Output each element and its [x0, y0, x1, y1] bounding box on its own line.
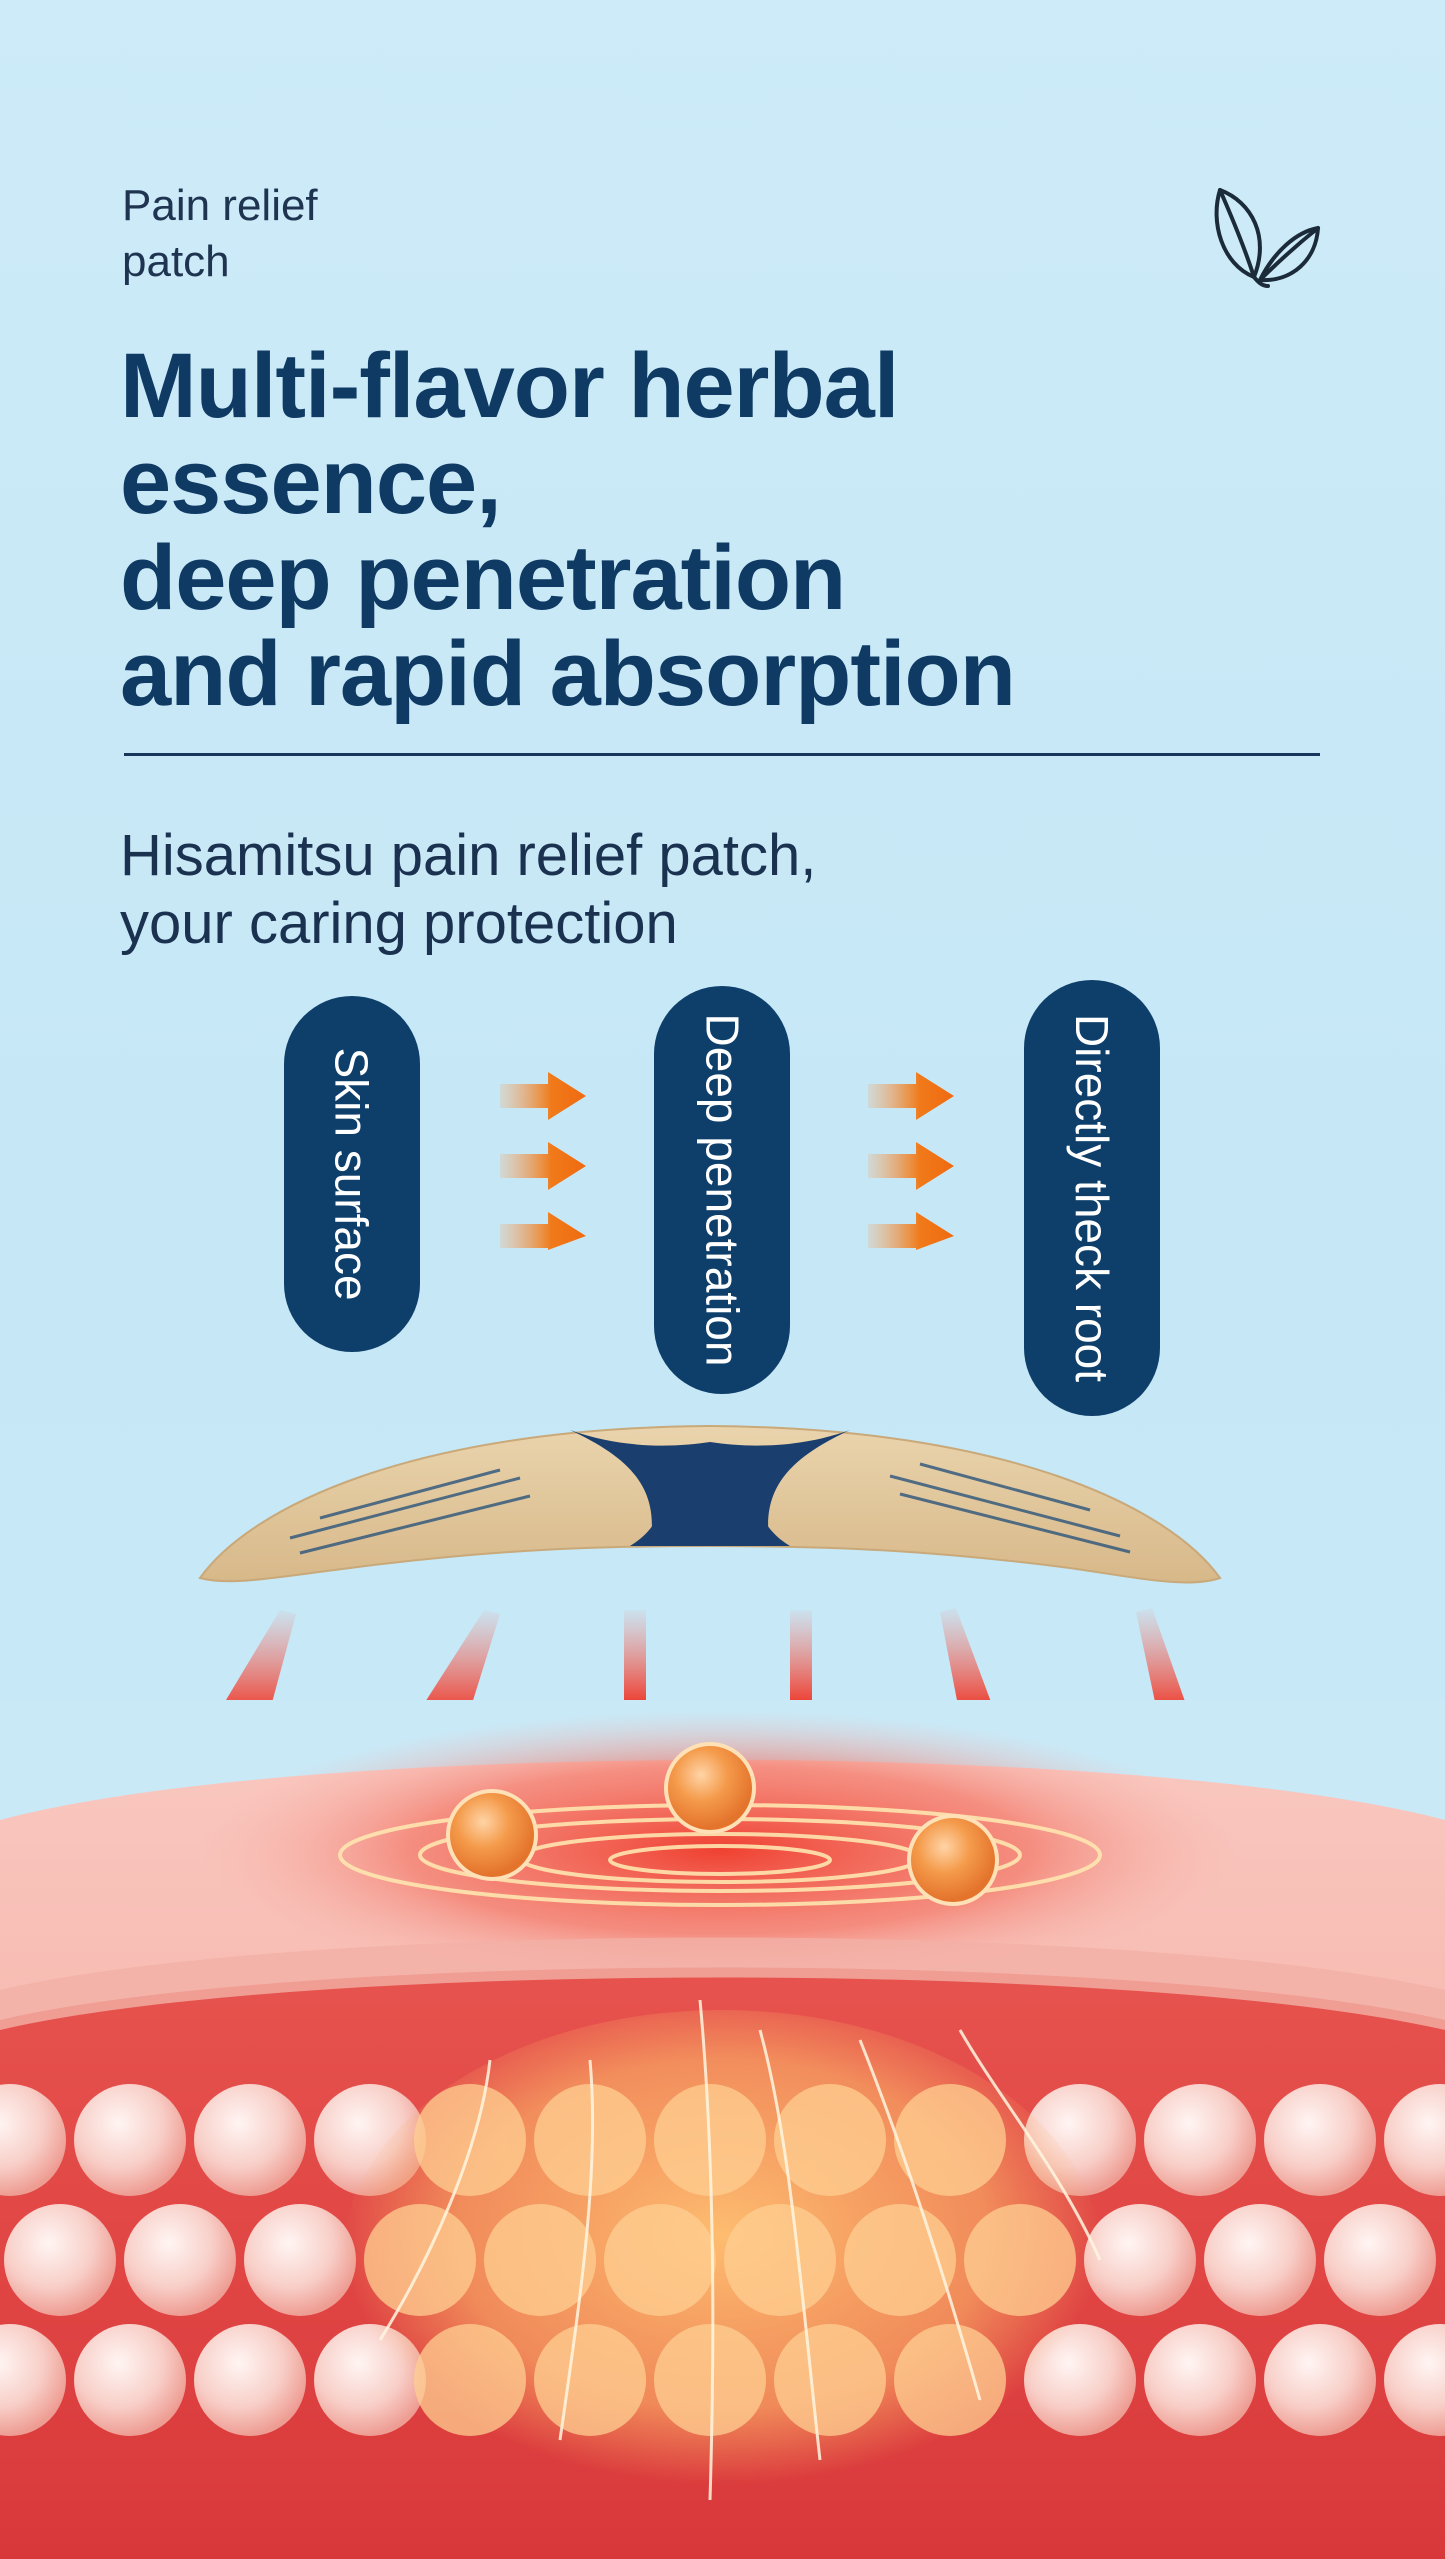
tagline: Hisamitsu pain relief patch, your caring… — [120, 823, 817, 956]
step-label: Skin surface — [326, 1047, 378, 1301]
orange-arrows-icon — [500, 1072, 586, 1250]
skin-layers-illustration — [0, 1700, 1445, 2559]
step-directly-root: Directly theck root — [1024, 980, 1160, 1416]
product-subtitle: Pain relief patch — [122, 181, 318, 286]
step-deep-penetration: Deep penetration — [654, 986, 790, 1394]
headline: Multi-flavor herbal essence, deep penetr… — [120, 335, 1016, 725]
pain-relief-patch — [198, 1424, 1222, 1584]
divider — [124, 753, 1320, 756]
step-label: Directly theck root — [1066, 1013, 1118, 1383]
step-label: Deep penetration — [696, 1013, 748, 1367]
leaves-icon — [1214, 188, 1320, 288]
orange-arrows-icon — [868, 1072, 954, 1250]
step-skin-surface: Skin surface — [284, 996, 420, 1352]
